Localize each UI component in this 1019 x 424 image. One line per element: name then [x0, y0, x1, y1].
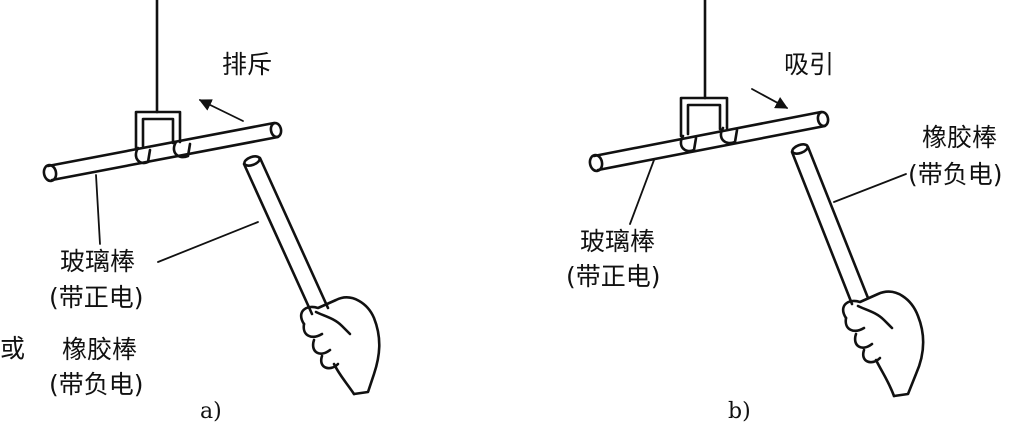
panel-b-handheld-rod: [790, 143, 870, 306]
panel-b: 吸引 橡胶棒 (带负电) 玻璃棒 (带正电) b): [566, 0, 1003, 424]
panel-b-action-label: 吸引: [784, 50, 834, 79]
panel-a-rod-label-line2: (带正电): [49, 283, 144, 312]
panel-b-hand-label-line1: 橡胶棒: [922, 123, 997, 152]
panel-a-action-label: 排斥: [222, 50, 272, 79]
panel-b-glass-leader: [629, 159, 655, 225]
panel-b-hand: [841, 290, 925, 398]
panel-a-stirrup: [134, 110, 182, 150]
panel-b-clip-left: [679, 134, 698, 153]
panel-b-glass-rod: [588, 110, 830, 173]
panel-a-handheld-rod: [242, 155, 330, 316]
panel-a-clip-left: [134, 146, 152, 165]
panel-a-motion-arrow: [198, 99, 244, 122]
panel-a-rubber-leader: [157, 221, 259, 263]
panel-a-rod-label-line1: 玻璃棒: [60, 247, 135, 276]
panel-a: 排斥 玻璃棒 (带正电) 或 橡胶棒 (带负电) a): [0, 0, 381, 424]
panel-b-stirrup: [679, 96, 729, 138]
panel-a-hand: [299, 296, 381, 396]
panel-a-alt-prefix: 或: [0, 334, 25, 363]
panel-b-caption: b): [728, 399, 751, 424]
panel-b-rod-label-line1: 玻璃棒: [580, 227, 655, 256]
panel-a-glass-rod: [42, 121, 283, 183]
panel-a-clip-right: [172, 140, 192, 159]
panel-b-rubber-leader: [833, 173, 907, 203]
panel-b-clip-right: [719, 126, 739, 145]
panel-a-alt-label-line1: 橡胶棒: [62, 335, 137, 364]
panel-a-alt-label-line2: (带负电): [49, 370, 144, 399]
panel-a-caption: a): [200, 399, 222, 424]
panel-b-rod-label-line2: (带正电): [566, 262, 661, 291]
panel-b-motion-arrow: [751, 88, 789, 109]
panel-b-hand-label-line2: (带负电): [908, 160, 1003, 189]
panel-a-glass-leader: [95, 174, 101, 245]
